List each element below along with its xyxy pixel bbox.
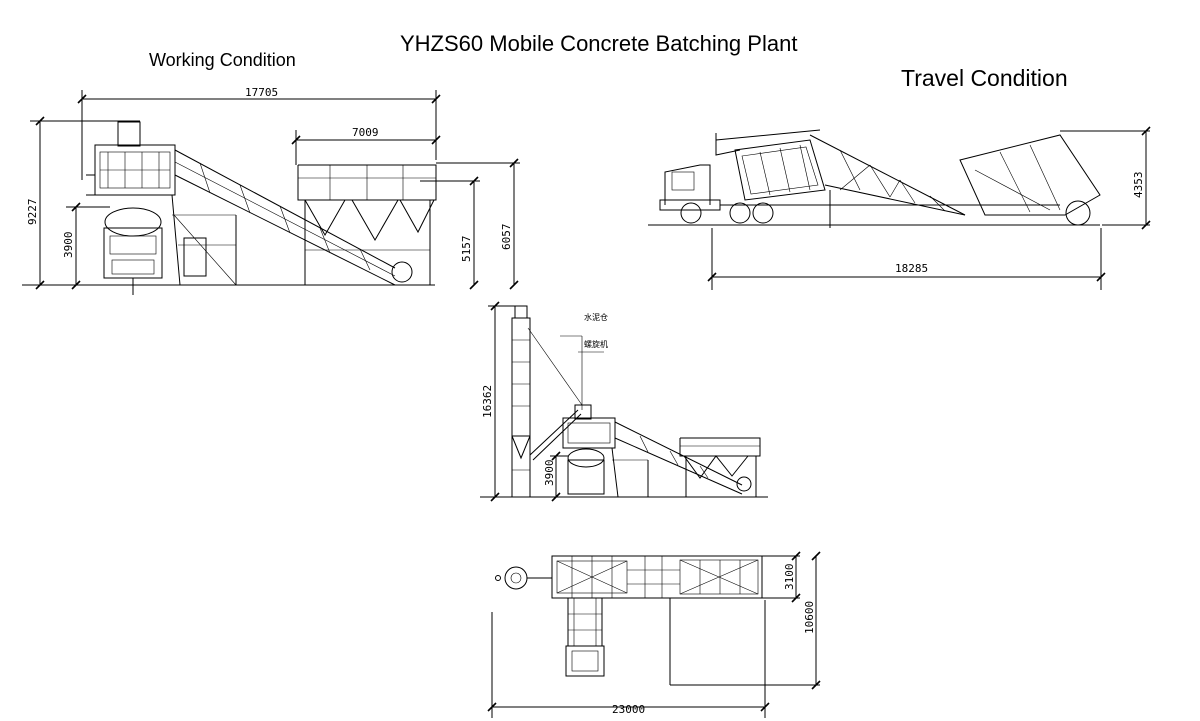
main-title: YHZS60 Mobile Concrete Batching Plant xyxy=(400,31,798,56)
dim-travel-height: 4353 xyxy=(1132,172,1145,199)
dim-travel-length: 18285 xyxy=(895,262,928,275)
label-screw-conveyor: 螺旋机 xyxy=(584,339,608,349)
dim-plan-width-b: 10600 xyxy=(803,601,816,634)
dim-silo-mixer-clearance: 3900 xyxy=(543,460,556,487)
travel-condition-title: Travel Condition xyxy=(901,65,1068,91)
travel-condition-elevation: 4353 18285 xyxy=(648,126,1151,290)
working-condition-elevation: 17705 7009 9227 3900 5157 6057 xyxy=(22,86,520,295)
dim-bin-height-b: 6057 xyxy=(500,224,513,251)
label-cement-silo: 水泥仓 xyxy=(584,312,608,322)
plan-view: 3100 10600 23000 xyxy=(487,551,821,718)
working-condition-title: Working Condition xyxy=(149,50,296,70)
dim-plan-width-a: 3100 xyxy=(783,564,796,591)
dim-bin-height-a: 5157 xyxy=(460,236,473,263)
dim-working-length: 17705 xyxy=(245,86,278,99)
dim-mixer-clearance: 3900 xyxy=(62,232,75,259)
dim-bin-length: 7009 xyxy=(352,126,379,139)
dim-plan-length: 23000 xyxy=(612,703,645,716)
silo-elevation-view: 水泥仓 螺旋机 16362 3900 xyxy=(480,301,768,502)
dim-silo-height: 16362 xyxy=(481,385,494,418)
dim-working-height: 9227 xyxy=(26,199,39,226)
